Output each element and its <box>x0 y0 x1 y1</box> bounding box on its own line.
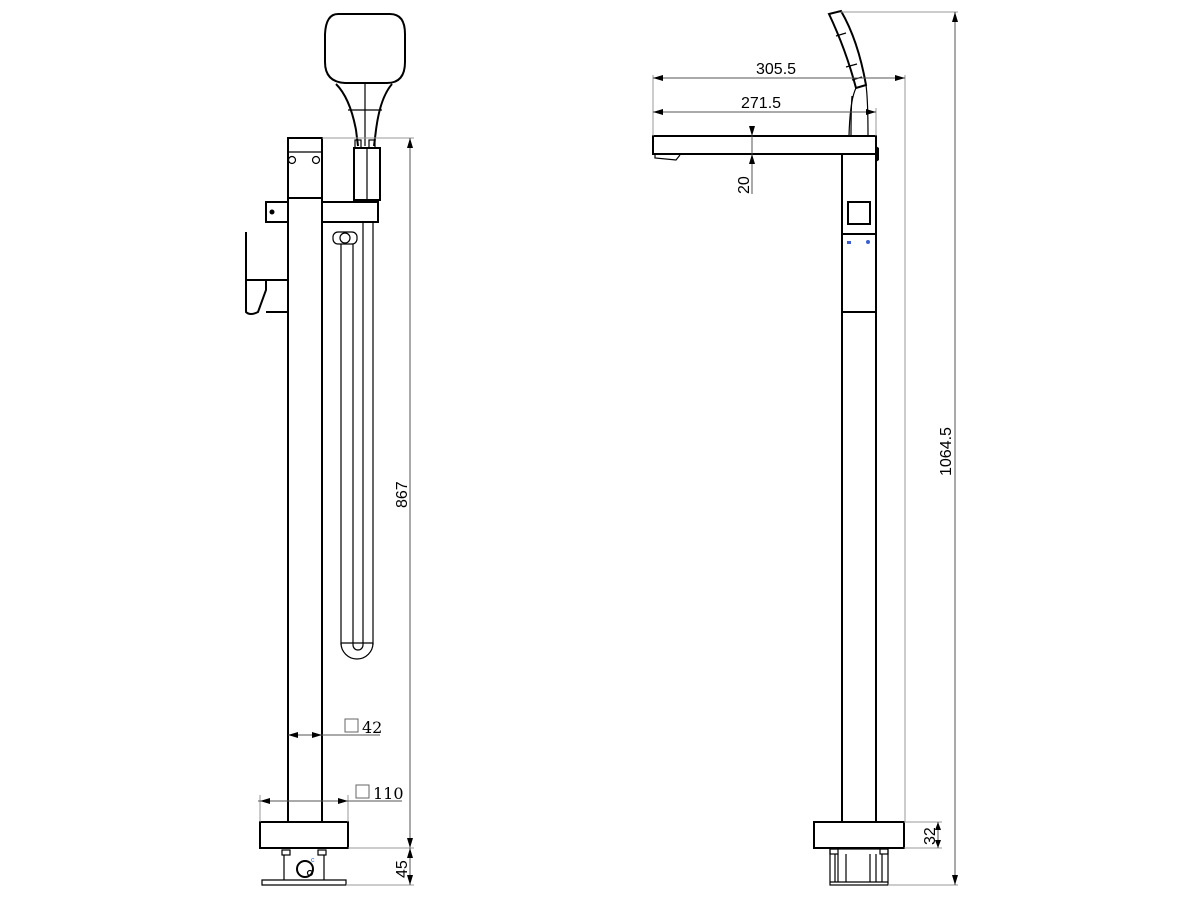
base-plate <box>259 821 349 849</box>
dimension-label-271-5: 271.5 <box>741 95 781 112</box>
holder-arm <box>321 201 379 223</box>
dimension-42: 42 <box>288 718 382 738</box>
main-column <box>287 197 323 823</box>
temperature-marker-icon <box>847 241 851 244</box>
floor-mount: c <box>261 849 347 886</box>
dimension-label-305-5: 305.5 <box>756 61 796 78</box>
dimension-32: 32 <box>904 821 942 849</box>
side-floor-mount <box>829 848 889 886</box>
dimension-label-42: 42 <box>362 718 382 737</box>
square-symbol-icon <box>355 784 370 799</box>
dimension-label-45: 45 <box>394 860 411 878</box>
temperature-marker-icon <box>866 240 870 244</box>
dimension-45: 45 <box>346 847 414 886</box>
side-column <box>841 311 877 823</box>
dimension-label-32: 32 <box>922 827 939 845</box>
dimension-label-1064-5: 1064.5 <box>938 427 955 476</box>
side-base-plate <box>813 821 905 849</box>
dimension-1064-5: 1064.5 <box>841 11 958 886</box>
spout-outlet <box>654 154 681 161</box>
control-button <box>847 201 871 225</box>
hand-shower-side <box>827 9 869 137</box>
spout-arm <box>652 135 877 155</box>
dimension-label-110: 110 <box>373 784 404 803</box>
dimension-label-867: 867 <box>394 481 411 508</box>
shower-hose <box>332 222 374 660</box>
dimension-271-5: 271.5 <box>653 95 877 136</box>
pipe-connection-icon <box>296 860 314 878</box>
hand-shower-head <box>324 13 406 149</box>
column-top <box>287 137 323 199</box>
svg-text:c: c <box>311 857 315 864</box>
mixer-lever <box>245 201 289 315</box>
square-symbol-icon <box>344 718 359 733</box>
screw-icon <box>311 155 321 165</box>
dimension-110: 110 <box>258 784 404 822</box>
dimension-20: 20 <box>736 126 755 194</box>
dimension-305-5: 305.5 <box>652 61 906 822</box>
screw-icon <box>287 155 297 165</box>
front-view: c 867 42 110 <box>245 13 414 886</box>
dimension-label-20: 20 <box>736 176 753 194</box>
side-view: 305.5 271.5 20 1064.5 <box>652 9 958 886</box>
dimension-867: 867 <box>322 137 414 848</box>
column-valve-body <box>841 233 877 313</box>
